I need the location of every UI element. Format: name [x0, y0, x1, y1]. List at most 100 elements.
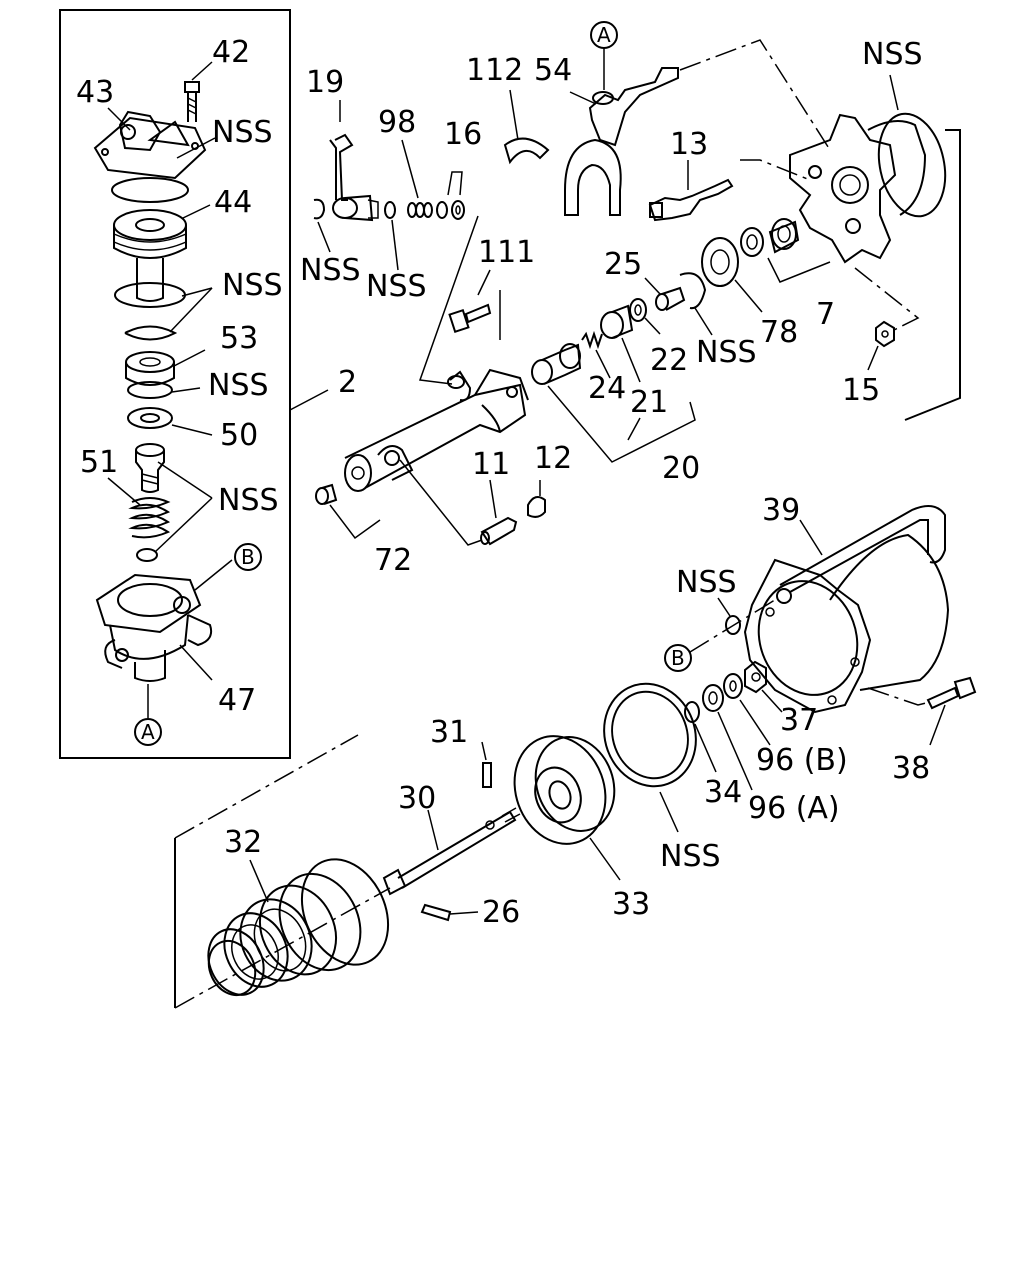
part-96b-washer: [723, 673, 743, 699]
label-nss: NSS: [222, 268, 283, 303]
part-33-piston: [513, 735, 616, 845]
leader-25: [644, 277, 661, 295]
label-nss: NSS: [208, 368, 269, 403]
part-13-switch: [648, 178, 734, 222]
part-51-spring: [128, 497, 171, 539]
label-37: 37: [780, 703, 818, 738]
leader-22: [644, 317, 661, 335]
part-50-washer: [127, 407, 173, 429]
part-34-ring: [684, 701, 700, 723]
label-33: 33: [612, 887, 650, 922]
part-31-pin: [482, 762, 492, 788]
circle-ref-b-inset: B: [234, 543, 262, 571]
label-24: 24: [588, 371, 626, 406]
part-nss-snapring: [124, 325, 178, 341]
part-37-nut: [744, 660, 767, 694]
label-32: 32: [224, 825, 262, 860]
part-7-bearings: [740, 218, 800, 257]
label-25: 25: [604, 247, 642, 282]
center-line-38: [867, 687, 931, 706]
part-nss-oring-b: [725, 615, 741, 635]
leader-16: [447, 171, 463, 196]
part-26-pin: [420, 903, 452, 922]
leader-nss-25: [694, 307, 713, 336]
label-39: 39: [762, 493, 800, 528]
label-nss: NSS: [300, 253, 361, 288]
label-44: 44: [214, 185, 252, 220]
leader-nss-oring-b: [717, 597, 731, 617]
label-7: 7: [816, 297, 835, 332]
leader-nss-seal: [659, 791, 679, 833]
leader-54: [569, 91, 597, 105]
leader-78: [734, 279, 763, 313]
part-78-seal: [701, 237, 739, 287]
part-98-spring: [384, 200, 465, 220]
leader-96a: [717, 711, 753, 791]
label-98: 98: [378, 105, 416, 140]
label-nss: NSS: [218, 483, 279, 518]
leader-20b: [627, 417, 641, 441]
part-nss-snap: [679, 272, 707, 310]
label-13: 13: [670, 127, 708, 162]
part-54-fork: [564, 67, 679, 216]
label-78: 78: [760, 315, 798, 350]
label-38: 38: [892, 751, 930, 786]
leader-111: [477, 269, 491, 296]
label-96a: 96 (A): [748, 791, 840, 826]
part-32-spring: [207, 858, 390, 997]
part-24-spring: [581, 330, 603, 350]
part-11-valve: [480, 516, 518, 546]
leader-16-body: [418, 215, 479, 385]
label-22: 22: [650, 343, 688, 378]
label-112: 112: [466, 53, 523, 88]
label-43: 43: [76, 75, 114, 110]
leader-nss-flange: [889, 74, 899, 111]
leader-98: [401, 139, 419, 199]
part-42-bolt: [184, 81, 200, 122]
leader-33: [589, 837, 621, 881]
label-nss: NSS: [366, 269, 427, 304]
part-12-cap: [527, 495, 546, 518]
part-38-bolt: [926, 676, 977, 710]
inset-leaders: [107, 61, 233, 718]
label-42: 42: [212, 35, 250, 70]
part-47-housing: [95, 573, 213, 682]
bracket-right: [904, 129, 961, 421]
label-47: 47: [218, 683, 256, 718]
leader-2: [289, 389, 329, 411]
part-nss-small-ring: [136, 548, 158, 562]
label-15: 15: [842, 373, 880, 408]
part-44-piston: [113, 209, 187, 302]
label-26: 26: [482, 895, 520, 930]
label-2: 2: [338, 365, 357, 400]
part-valve-nss: [135, 443, 165, 493]
svg-text:A: A: [141, 720, 155, 744]
label-111: 111: [478, 235, 535, 270]
part-96a-washer: [702, 684, 724, 712]
label-50: 50: [220, 418, 258, 453]
leader-11-body: [399, 459, 483, 546]
leader-39: [799, 519, 823, 556]
part-19-lever: [313, 133, 379, 222]
leader-34: [694, 723, 717, 773]
center-line-15: [854, 267, 920, 331]
inset-frame: [59, 9, 291, 759]
part-20-valve-body: [531, 343, 582, 385]
part-nss-gasket: [111, 177, 189, 203]
label-20: 20: [662, 451, 700, 486]
svg-text:B: B: [241, 545, 255, 569]
part-25-sleeve: [655, 286, 686, 311]
label-12: 12: [534, 441, 572, 476]
label-16: 16: [444, 117, 482, 152]
label-72: 72: [374, 543, 412, 578]
leader-31: [481, 741, 487, 761]
leader-nss-19: [317, 221, 331, 253]
leader-21: [621, 337, 641, 383]
center-line-top: [679, 39, 831, 151]
leader-112: [509, 89, 519, 141]
center-line-lower-b: [174, 887, 391, 1009]
part-112-clip: [503, 137, 550, 165]
label-31: 31: [430, 715, 468, 750]
leader-24: [595, 349, 611, 379]
